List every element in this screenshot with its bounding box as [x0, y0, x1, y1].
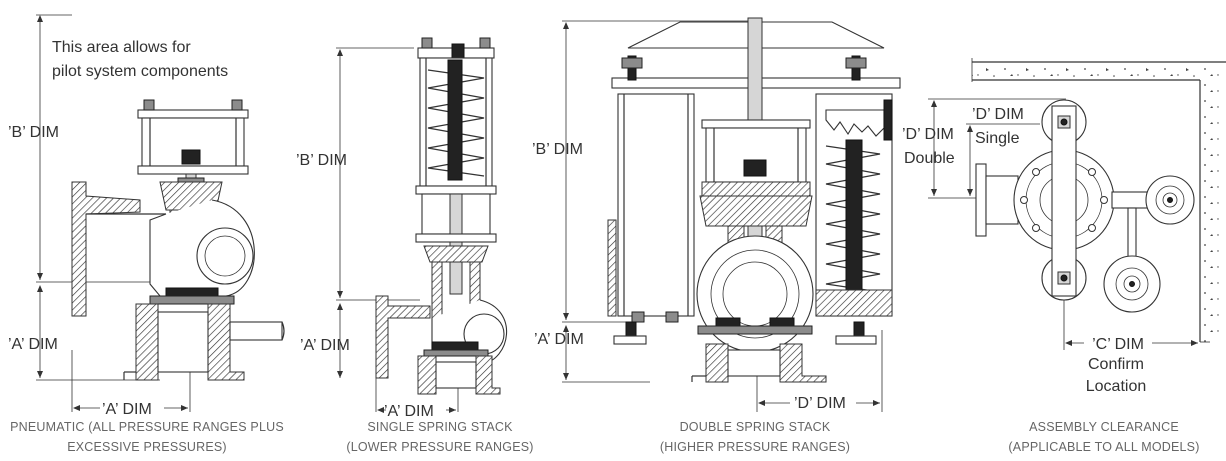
c-dim-label-line2: Confirm [1088, 356, 1144, 373]
a-dim-vertical-label: ’A’ DIM [8, 336, 58, 353]
pneumatic-valve-drawing [71, 99, 285, 381]
a-dim-vertical-line [562, 325, 650, 383]
d-dim-double-label-line1: ’D’ DIM [902, 126, 954, 143]
assembly-clearance-panel: ’D’ DIM Single ’D’ DIM Double ’C’ DIM Co… [902, 58, 1226, 454]
pneumatic-caption-line1: PNEUMATIC (ALL PRESSURE RANGES PLUS [10, 420, 284, 434]
pilot-note-line2: pilot system components [52, 63, 228, 80]
a-dim-vertical-label: ’A’ DIM [534, 331, 584, 348]
double-spring-caption-line1: DOUBLE SPRING STACK [680, 420, 831, 434]
b-dim-label: ’B’ DIM [8, 124, 59, 141]
double-spring-caption-line2: (HIGHER PRESSURE RANGES) [660, 440, 850, 454]
d-dim-double-label-line2: Double [904, 150, 955, 167]
double-spring-valve-drawing [607, 17, 901, 383]
a-dim-horizontal-label: ’A’ DIM [384, 403, 434, 420]
d-dim-single-label-line1: ’D’ DIM [972, 106, 1024, 123]
b-dim-label: ’B’ DIM [532, 141, 583, 158]
b-dim-line [336, 47, 420, 301]
single-spring-caption-line1: SINGLE SPRING STACK [367, 420, 513, 434]
single-spring-panel: ’B’ DIM ’A’ DIM ’A’ DIM SINGLE SPRING ST… [296, 37, 533, 454]
pneumatic-caption-line2: EXCESSIVE PRESSURES) [67, 440, 227, 454]
a-dim-vertical-label: ’A’ DIM [300, 337, 350, 354]
d-dim-single-label-line2: Single [975, 130, 1020, 147]
assembly-caption-line1: ASSEMBLY CLEARANCE [1029, 420, 1179, 434]
c-dim-label-line1: ’C’ DIM [1092, 336, 1144, 353]
d-dim-double-line [966, 123, 1040, 196]
single-spring-valve-drawing [375, 37, 508, 395]
b-dim-label: ’B’ DIM [296, 152, 347, 169]
single-spring-caption-line2: (LOWER PRESSURE RANGES) [346, 440, 533, 454]
a-dim-horizontal-label: ’A’ DIM [102, 401, 152, 418]
pneumatic-panel: This area allows for pilot system compon… [8, 14, 285, 454]
plan-view-drawing [975, 99, 1195, 313]
double-spring-panel: ’B’ DIM ’A’ DIM ’D’ DIM DOUBLE SPRING ST… [532, 17, 901, 454]
assembly-caption-line2: (APPLICABLE TO ALL MODELS) [1008, 440, 1199, 454]
c-dim-label-line3: Location [1086, 378, 1147, 395]
pilot-note-line1: This area allows for [52, 39, 191, 56]
concrete-wall [971, 58, 1226, 343]
d-dim-horizontal-label: ’D’ DIM [794, 395, 846, 412]
